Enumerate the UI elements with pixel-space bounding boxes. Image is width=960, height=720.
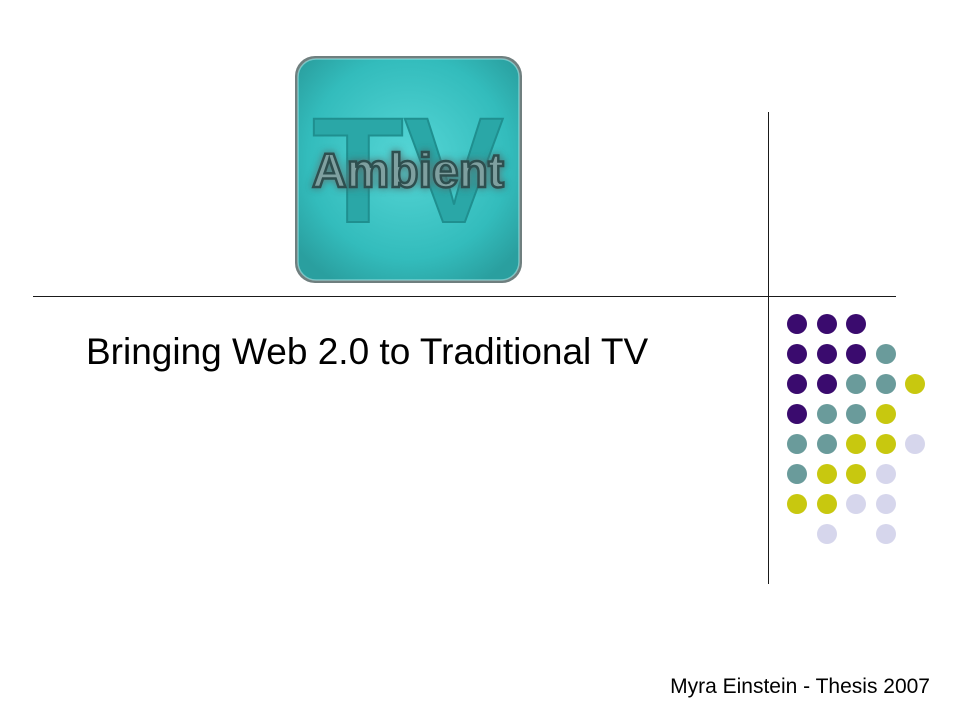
decorative-dot xyxy=(787,464,807,484)
decorative-dot xyxy=(875,344,896,364)
decorative-dot xyxy=(905,434,925,454)
decorative-dot xyxy=(787,494,807,514)
decorative-dot xyxy=(875,464,896,484)
decorative-dot xyxy=(846,434,866,454)
decorative-dot xyxy=(846,404,866,424)
decorative-dot xyxy=(816,314,837,334)
decorative-dot xyxy=(816,524,837,544)
decorative-dot xyxy=(816,404,837,424)
vertical-divider xyxy=(768,112,769,584)
decorative-dot xyxy=(846,464,866,484)
ambient-tv-logo: TV Ambient xyxy=(293,54,524,285)
decorative-dot xyxy=(816,494,837,514)
decorative-dot xyxy=(816,464,837,484)
decorative-dot xyxy=(846,494,866,514)
decorative-dot xyxy=(787,374,807,394)
slide-footer: Myra Einstein - Thesis 2007 xyxy=(670,675,930,698)
logo-tv-text: TV xyxy=(312,86,504,254)
decorative-dot xyxy=(875,494,896,514)
logo-ambient-text: Ambient xyxy=(312,145,504,198)
decorative-dot xyxy=(875,404,896,424)
horizontal-divider xyxy=(33,296,896,297)
decorative-dot xyxy=(816,344,837,364)
decorative-dot xyxy=(846,314,866,334)
decorative-dot xyxy=(787,314,807,334)
decorative-dot xyxy=(787,434,807,454)
decorative-dot xyxy=(875,434,896,454)
decorative-dot xyxy=(787,344,807,364)
decorative-dot xyxy=(816,374,837,394)
decorative-dot xyxy=(846,374,866,394)
ambient-tv-logo-graphic: TV Ambient xyxy=(295,56,522,283)
decorative-dot xyxy=(787,404,807,424)
decorative-dot xyxy=(846,344,866,364)
slide-title: Bringing Web 2.0 to Traditional TV xyxy=(86,331,649,372)
decorative-dot xyxy=(875,374,896,394)
decorative-dot xyxy=(905,374,925,394)
decorative-dot xyxy=(875,524,896,544)
decorative-dot xyxy=(816,434,837,454)
